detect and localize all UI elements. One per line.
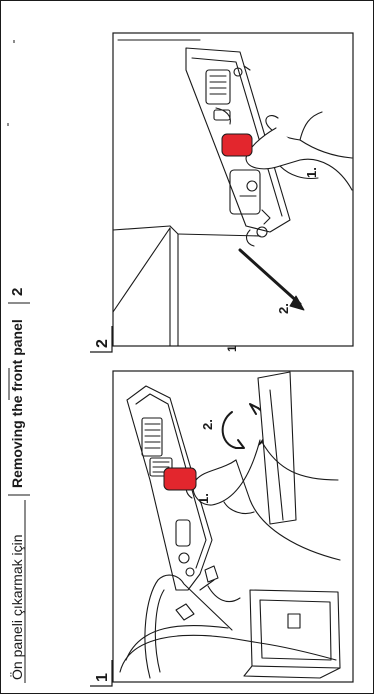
release-button-red — [164, 468, 196, 490]
figure-2-step-2: 2. — [276, 303, 291, 314]
figure-2-number: 2 — [94, 339, 111, 348]
figure-2: 2 — [90, 33, 353, 352]
figure-2-frame — [113, 33, 353, 346]
heading-block: Ön paneli çıkarmak için Removing the fro… — [8, 288, 30, 683]
heading-turkish: Ön paneli çıkarmak için — [8, 534, 25, 680]
heading-english: Removing the front panel — [9, 319, 25, 488]
figure-1-number: 1 — [94, 673, 111, 682]
heading-section-number: 2 — [9, 288, 26, 296]
figure-1: 1 — [90, 342, 353, 686]
release-button-red — [222, 134, 252, 156]
figure-1-step-1: 1. — [196, 493, 211, 504]
figure-1-step-2: 2. — [200, 419, 215, 430]
figure-2-step-1: 1. — [304, 167, 319, 178]
